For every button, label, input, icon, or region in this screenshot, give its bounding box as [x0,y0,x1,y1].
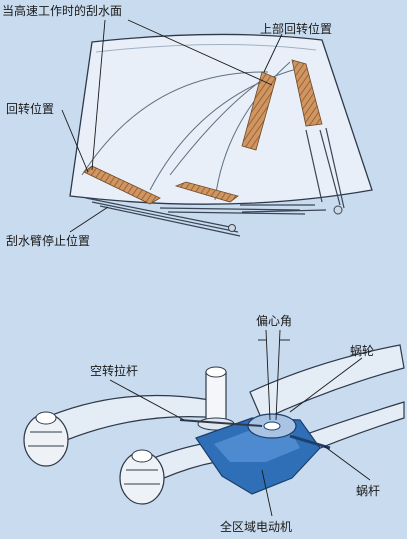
top-leader-lines [61,19,283,233]
label-reverse-position: 回转位置 [6,102,55,116]
label-full-zone-motor: 全区域电动机 [220,520,293,534]
reverse-zone-upper-1 [241,71,277,151]
worm-rod [289,434,331,450]
label-worm-wheel: 蜗轮 [350,344,375,358]
worm-wheel-hub [263,421,281,431]
wipe-arc-1 [81,71,269,176]
label-worm: 蜗杆 [356,484,381,498]
bottom-leader-lines [109,357,371,517]
reverse-zone-left [83,165,161,205]
motor-assembly-diagram [23,329,405,517]
ball-joint-left-lower [119,449,165,505]
wipe-arc-4 [169,79,263,176]
label-eccentric-angle: 偏心角 [256,314,293,328]
wiper-pivot-middle [228,224,236,232]
reverse-zone-upper-2 [291,59,323,127]
label-upper-reverse-position: 上部回转位置 [260,22,333,36]
idle-link-rod-shape [179,419,263,427]
windshield-inner-edge [95,43,317,53]
windshield-diagram [61,19,373,237]
label-high-speed-wipe-surface: 当高速工作时的刮水面 [2,4,123,18]
link-arm-right [249,344,405,421]
wipe-arc-3 [214,61,291,201]
reverse-zone-middle [174,181,239,203]
label-arm-stop-position: 刮水臂停止位置 [6,234,91,248]
wiper-arms [85,127,345,237]
eccentric-angle-marker [258,329,290,421]
label-idle-link-rod: 空转拉杆 [90,364,139,378]
wiper-pivot-right [333,205,343,215]
ball-joint-left-upper [23,411,69,467]
